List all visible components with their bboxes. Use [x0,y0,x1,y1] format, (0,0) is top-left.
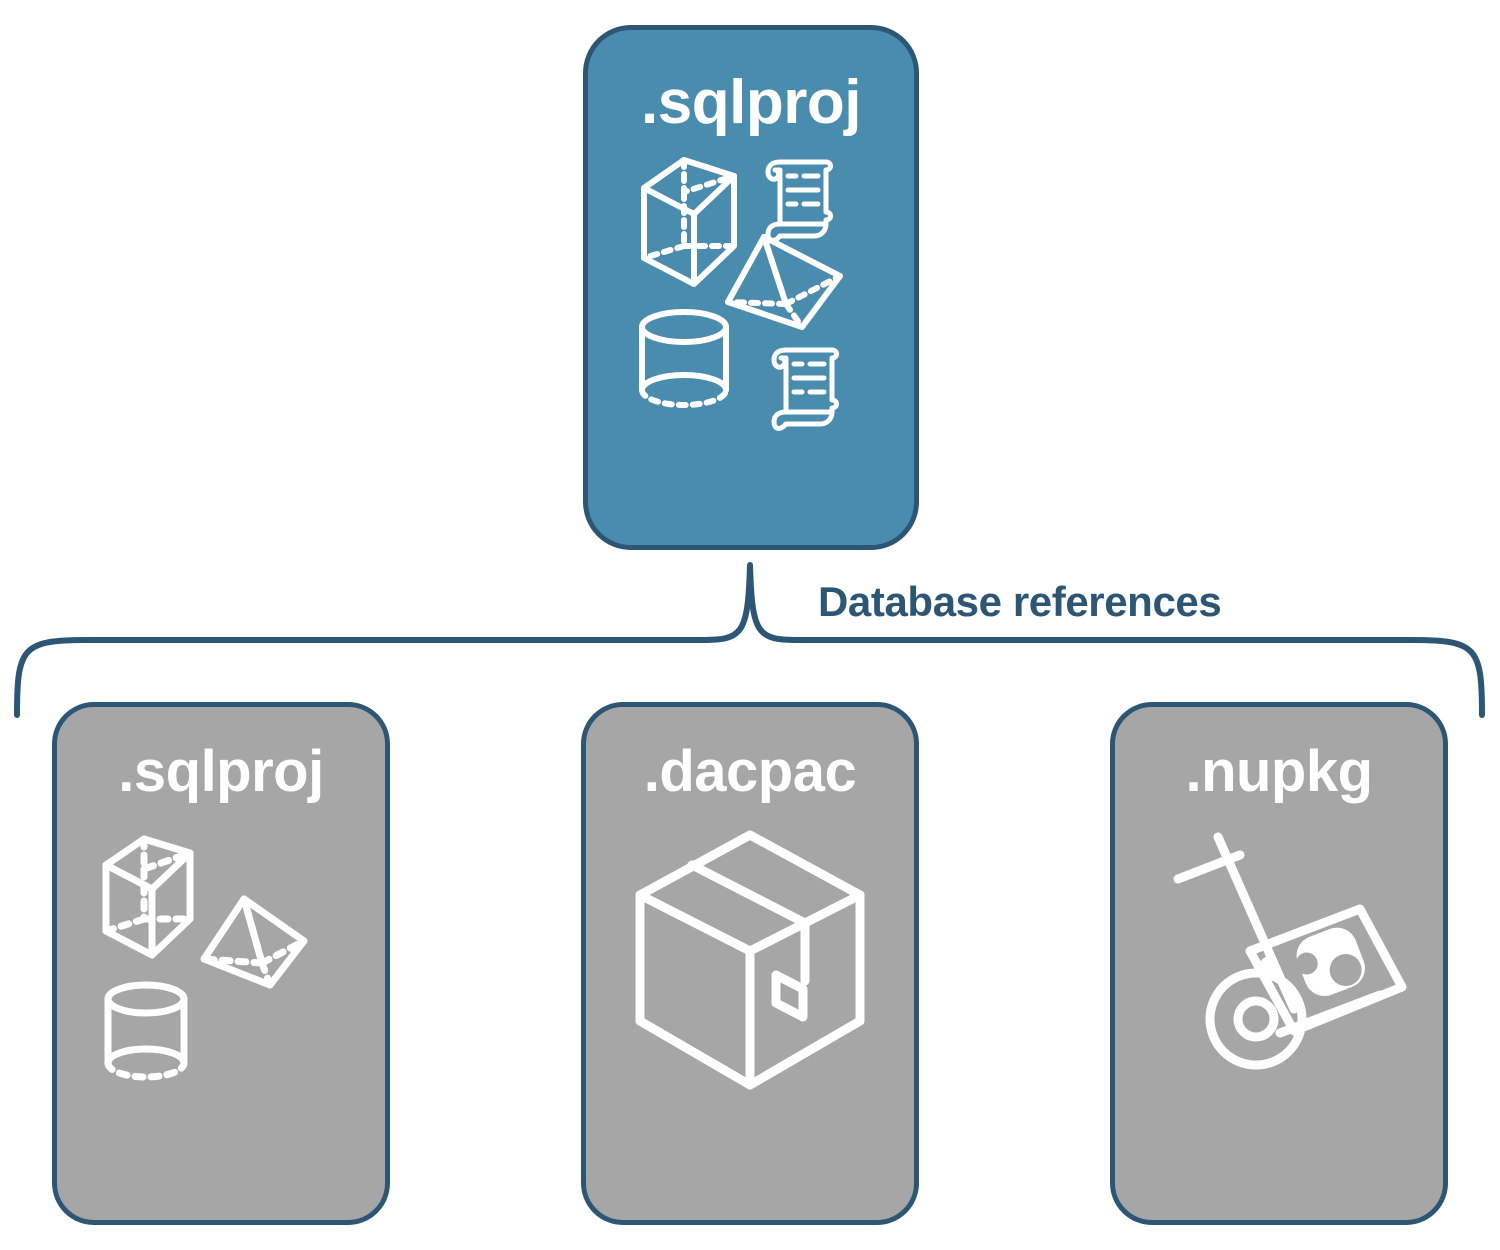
card-reference-nupkg[interactable]: .nupkg [1110,702,1448,1225]
card-root-icon-group [636,152,866,432]
card-reference-nupkg-title: .nupkg [1185,739,1373,804]
card-reference-sqlproj-icon-group [86,823,356,1123]
card-reference-sqlproj[interactable]: .sqlproj [52,702,390,1225]
card-reference-sqlproj-title: .sqlproj [118,739,324,804]
scroll-icon [771,347,839,431]
bracket-label-database-references: Database references [818,578,1222,625]
nuget-glyph-holes [1295,952,1362,987]
cube-icon [102,835,194,959]
wheel-icon [1205,968,1307,1070]
package-crate-icon [1245,904,1407,1036]
card-root-sqlproj[interactable]: .sqlproj [583,25,919,550]
cylinder-icon [104,981,188,1081]
pyramid-icon [725,234,843,330]
card-reference-dacpac-title: .dacpac [643,739,857,804]
card-root-title: .sqlproj [641,68,861,137]
scroll-icon [765,159,833,243]
card-reference-nupkg-icon-group [1144,823,1414,1123]
card-reference-dacpac[interactable]: .dacpac [581,702,919,1225]
pyramid-icon [200,895,308,989]
cube-icon [641,157,737,287]
package-box-icon [635,830,865,1090]
card-reference-dacpac-icon-group [615,823,885,1123]
cylinder-icon [639,309,729,408]
